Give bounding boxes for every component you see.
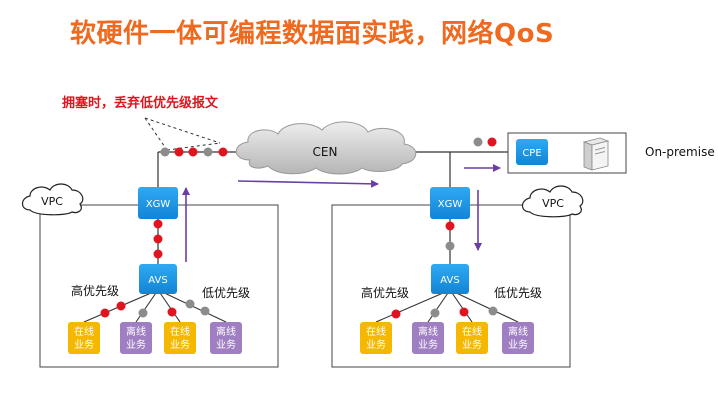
on-premise-label: On-premise [645, 145, 715, 159]
service-label: 在线 [74, 325, 94, 338]
right-high-priority-label: 高优先级 [361, 285, 409, 300]
right-branches [375, 289, 519, 323]
cpe-node: CPE [516, 139, 548, 165]
backbone-packets-left [160, 147, 228, 157]
service-label: 在线 [366, 325, 386, 338]
left-vpc-cloud: VPC [21, 183, 84, 216]
left-services: 在线 业务 离线 业务 在线 业务 离线 业务 [68, 322, 242, 354]
right-services: 在线 业务 离线 业务 在线 业务 离线 业务 [360, 322, 534, 354]
packet-high [487, 137, 497, 147]
right-avs-node: AVS [431, 264, 469, 294]
packet-high [153, 219, 163, 229]
packet-high [174, 147, 184, 157]
cen-cloud: CEN [235, 121, 417, 175]
left-high-priority-label: 高优先级 [71, 283, 119, 298]
cpe-label: CPE [522, 148, 541, 159]
right-vpc-label: VPC [542, 197, 564, 210]
service-label: 业务 [508, 338, 528, 351]
service-label: 业务 [170, 338, 190, 351]
service-label: 离线 [508, 325, 528, 338]
service-label: 业务 [216, 338, 236, 351]
right-xgw-label: XGW [438, 199, 463, 210]
left-avs-node: AVS [139, 264, 177, 294]
congestion-note: 拥塞时，丢弃低优先级报文 [62, 96, 219, 111]
service-label: 离线 [126, 325, 146, 338]
left-avs-label: AVS [148, 275, 167, 286]
packet-high [153, 249, 163, 259]
service-label: 业务 [74, 338, 94, 351]
packet-high [153, 234, 163, 244]
left-xgw-node: XGW [138, 187, 178, 219]
left-branches [83, 289, 227, 323]
left-vertical-packets [153, 219, 163, 259]
left-xgw-label: XGW [146, 199, 171, 210]
right-avs-label: AVS [440, 275, 459, 286]
right-xgw-node: XGW [430, 187, 470, 219]
cpe-packets [473, 137, 497, 147]
service-label: 离线 [418, 325, 438, 338]
left-low-priority-label: 低优先级 [202, 286, 250, 300]
packet-high [445, 221, 455, 231]
right-low-priority-label: 低优先级 [494, 286, 542, 300]
service-label: 业务 [462, 338, 482, 351]
packet-high [188, 147, 198, 157]
service-label: 业务 [126, 338, 146, 351]
service-label: 业务 [418, 338, 438, 351]
packet-low [203, 147, 213, 157]
packet-low [445, 241, 455, 251]
page-title: 软硬件一体可编程数据面实践，网络QoS [70, 19, 555, 49]
service-label: 离线 [216, 325, 236, 338]
right-vpc-cloud: VPC [521, 185, 584, 218]
packet-low [473, 137, 483, 147]
left-vpc-label: VPC [41, 195, 63, 208]
right-vertical-packets [445, 221, 455, 251]
cen-label: CEN [313, 145, 338, 159]
service-label: 业务 [366, 338, 386, 351]
service-label: 在线 [170, 325, 190, 338]
flow-arrow-cen [237, 179, 379, 188]
service-label: 在线 [462, 325, 482, 338]
congestion-callout [144, 117, 221, 151]
packet-low [160, 147, 170, 157]
packet-high [218, 147, 228, 157]
server-icon [582, 137, 610, 171]
